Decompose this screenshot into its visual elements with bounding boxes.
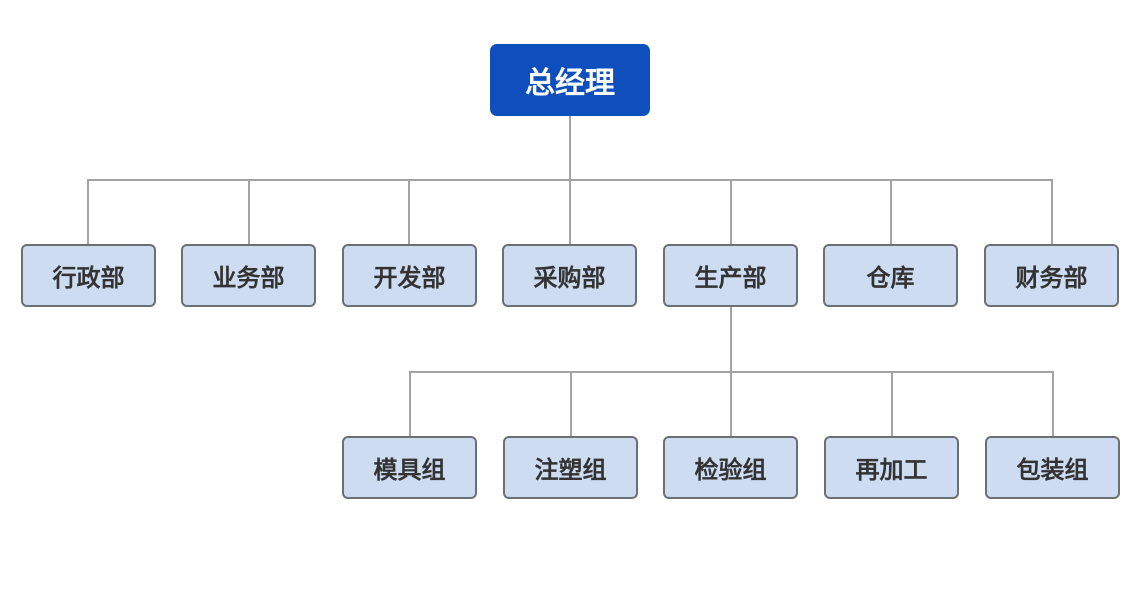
- connector-group-drop: [570, 372, 572, 436]
- connector-department-drop: [890, 180, 892, 244]
- group-node-packaging: 包装组: [985, 436, 1120, 499]
- connector-group-drop: [891, 372, 893, 436]
- connector-production-stem: [730, 307, 732, 373]
- department-node-administration: 行政部: [21, 244, 156, 307]
- group-node-inspection: 检验组: [663, 436, 798, 499]
- connector-department-drop: [408, 180, 410, 244]
- group-node-reprocessing: 再加工: [824, 436, 959, 499]
- group-node-injection-molding: 注塑组: [503, 436, 638, 499]
- department-node-development: 开发部: [342, 244, 477, 307]
- connector-department-drop: [1051, 180, 1053, 244]
- connector-department-drop: [87, 180, 89, 244]
- root-node-general-manager: 总经理: [490, 44, 650, 116]
- department-node-business: 业务部: [181, 244, 316, 307]
- department-node-production: 生产部: [663, 244, 798, 307]
- connector-department-drop: [248, 180, 250, 244]
- connector-department-drop: [569, 180, 571, 244]
- group-node-mold: 模具组: [342, 436, 477, 499]
- connector-group-drop: [1052, 372, 1054, 436]
- department-node-finance: 财务部: [984, 244, 1119, 307]
- connector-group-drop: [730, 372, 732, 436]
- department-node-purchasing: 采购部: [502, 244, 637, 307]
- department-node-warehouse: 仓库: [823, 244, 958, 307]
- connector-root-stem: [569, 116, 571, 181]
- connector-group-drop: [409, 372, 411, 436]
- connector-department-drop: [730, 180, 732, 244]
